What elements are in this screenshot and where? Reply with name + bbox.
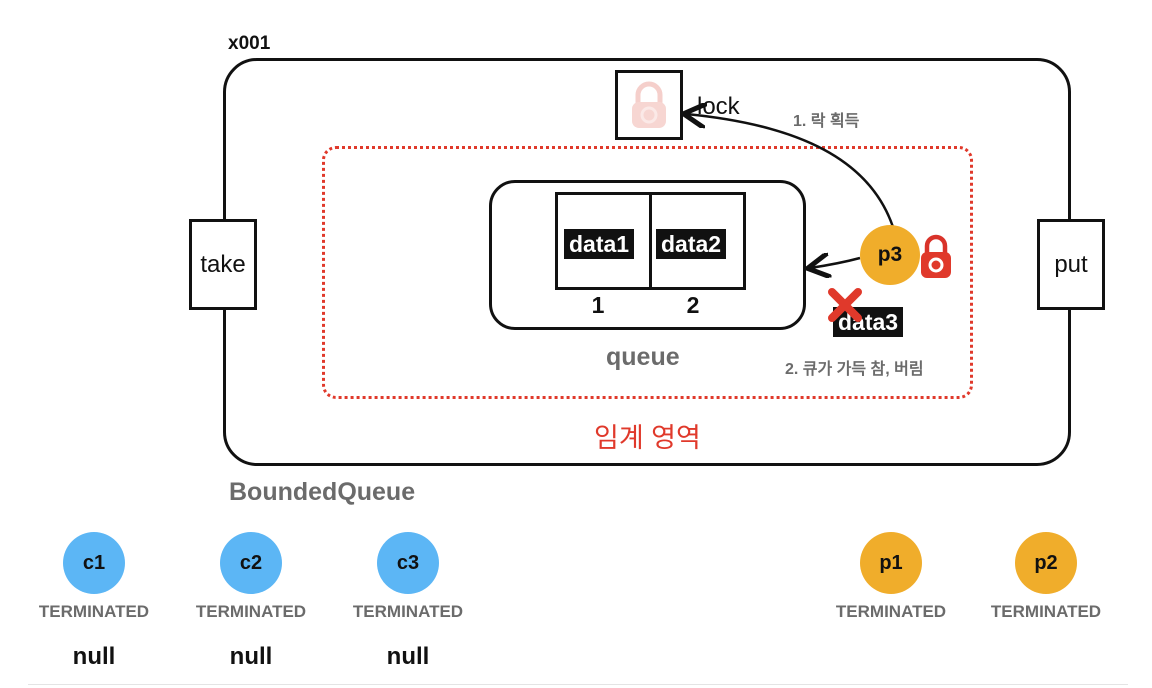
thread-state: TERMINATED bbox=[352, 602, 464, 621]
step-1-label: 1. 락 획득 bbox=[793, 113, 860, 130]
thread-state: TERMINATED bbox=[990, 602, 1102, 621]
x-mark-icon bbox=[828, 288, 862, 322]
thread-p1: p1 bbox=[860, 532, 922, 594]
take-method: take bbox=[189, 219, 257, 310]
thread-result: null bbox=[72, 643, 116, 670]
arrow-icon bbox=[810, 258, 861, 268]
instance-id: x001 bbox=[228, 33, 271, 54]
thread-state: TERMINATED bbox=[195, 602, 307, 621]
slot-index: 2 bbox=[686, 292, 700, 318]
thread-c2: c2 bbox=[220, 532, 282, 594]
slot-index: 1 bbox=[591, 292, 605, 318]
thread-c1: c1 bbox=[63, 532, 125, 594]
thread-p2: p2 bbox=[1015, 532, 1077, 594]
thread-p3: p3 bbox=[860, 225, 920, 285]
class-name: BoundedQueue bbox=[229, 478, 416, 506]
queue-label: queue bbox=[606, 343, 680, 371]
divider bbox=[28, 684, 1128, 685]
step-2-label: 2. 큐가 가득 참, 버림 bbox=[785, 361, 924, 378]
data-chip: data1 bbox=[564, 229, 635, 259]
data-chip: data2 bbox=[656, 229, 727, 259]
thread-state: TERMINATED bbox=[835, 602, 947, 621]
thread-result: null bbox=[386, 643, 430, 670]
lock-icon-faded bbox=[632, 81, 666, 128]
lock-icon-held bbox=[921, 234, 951, 278]
thread-c3: c3 bbox=[377, 532, 439, 594]
thread-state: TERMINATED bbox=[38, 602, 150, 621]
lock-box bbox=[615, 70, 683, 140]
thread-result: null bbox=[229, 643, 273, 670]
critical-section-label: 임계 영역 bbox=[594, 423, 701, 453]
arrow-icon bbox=[686, 114, 895, 228]
put-method: put bbox=[1037, 219, 1105, 310]
critical-section bbox=[322, 146, 973, 399]
